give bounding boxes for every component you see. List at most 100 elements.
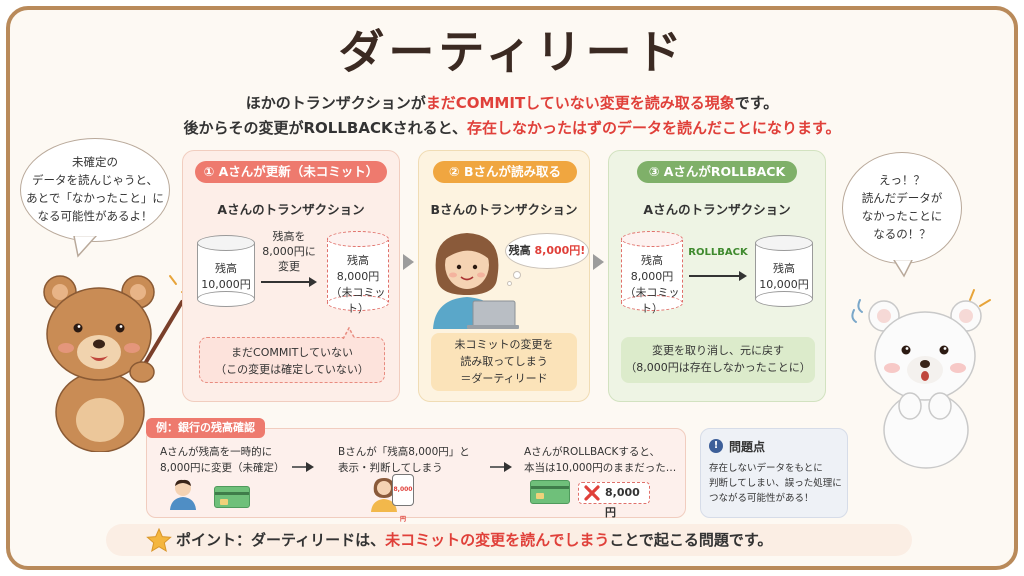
step-1-panel: ① Aさんが更新（未コミット） Aさんのトランザクション 残高 10,000円 … <box>182 150 400 402</box>
issue-title: 問題点 <box>729 440 766 454</box>
person-icon <box>170 479 196 510</box>
example-step-1-text: Aさんが残高を一時的に 8,000円に変更（未確定） <box>160 444 285 476</box>
point-post: ことで起こる問題です。 <box>609 531 773 549</box>
db-label: 残高 <box>215 262 237 275</box>
example-line: 本当は10,000円のままだった… <box>524 462 677 474</box>
step-1-arrow-icon <box>261 277 317 287</box>
subtitle-1-pre: ほかのトランザクションが <box>245 94 426 112</box>
subtitle-line-1: ほかのトランザクションがまだCOMMITしていない変更を読み取る現象です。 <box>0 92 1024 113</box>
step-3-arrow-icon <box>689 271 747 281</box>
bank-card-icon <box>214 486 250 508</box>
left-bubble-line: 未確定の <box>72 155 118 169</box>
db-label: 残高 <box>641 254 663 267</box>
db-status: （未コミット） <box>624 286 680 315</box>
example-arrow-icon <box>292 462 314 472</box>
note-line: （8,000円は存在しなかったことに） <box>625 361 811 374</box>
issue-line: つながる可能性がある！ <box>709 493 814 504</box>
note-line: 未コミットの変更を <box>454 338 554 351</box>
left-bubble-line: データを読んじゃうと、 <box>31 173 159 187</box>
step-2-panel: ② Bさんが読み取る Bさんのトランザクション 残高 8,000円! 未コミット… <box>418 150 590 402</box>
point-bar: ポイント：ダーティリードは、未コミットの変更を読んでしまうことで起こる問題です。 <box>106 524 912 556</box>
arrow-label-line: 残高を <box>272 230 306 243</box>
step-1-arrow-label: 残高を 8,000円に 変更 <box>257 229 321 274</box>
right-bubble-line: えっ！？ <box>879 173 925 187</box>
example-arrow-icon <box>490 462 512 472</box>
step-2-title: Bさんのトランザクション <box>430 202 578 217</box>
step-1-title: Aさんのトランザクション <box>217 202 365 217</box>
example-line: AさんがROLLBACKすると、 <box>524 446 660 458</box>
phone-text: 8,000円 <box>393 486 413 523</box>
example-label: 例：銀行の残高確認 <box>146 418 265 438</box>
db-uncommitted-icon: 残高 8,000円 （未コミット） <box>621 231 683 315</box>
db-before-icon: 残高 10,000円 <box>197 235 255 307</box>
left-bubble-line: なる可能性があるよ！ <box>37 209 153 223</box>
bank-card-icon <box>530 480 570 504</box>
subtitle-line-2: 後からその変更がROLLBACKされると、存在しなかったはずのデータを読んだこと… <box>0 117 1024 138</box>
person-with-laptop-icon <box>433 233 519 329</box>
phone-icon: 8,000円 <box>392 474 414 523</box>
note-tail <box>342 327 356 339</box>
db-status: （未コミット） <box>330 286 386 315</box>
star-icon <box>146 528 172 553</box>
flow-arrow-icon <box>593 254 604 270</box>
db-value: 10,000円 <box>201 278 251 291</box>
page-title: ダーティリード <box>338 25 686 79</box>
example-line: Aさんが残高を一時的に <box>160 446 273 458</box>
db-uncommitted-icon: 残高 8,000円 （未コミット） <box>327 231 389 315</box>
right-bubble-tail <box>893 260 913 278</box>
step-1-note: まだCOMMITしていない （この変更は確定していない） <box>199 337 385 383</box>
arrow-label-line: 変更 <box>278 260 300 273</box>
issue-body: 存在しないデータをもとに 判断してしまい、誤った処理に つながる可能性がある！ <box>709 461 842 506</box>
issue-panel: ! 問題点 存在しないデータをもとに 判断してしまい、誤った処理に つながる可能… <box>700 428 848 518</box>
subtitle-2-highlight: 存在しなかったはずのデータを読んだことになります。 <box>466 119 841 137</box>
example-step-2-text: Bさんが「残高8,000円」と 表示・判断してしまう <box>338 444 470 476</box>
info-icon: ! <box>709 439 723 453</box>
cross-mark-icon <box>584 485 600 501</box>
db-label: 残高 <box>773 262 795 275</box>
person-with-phone-icon <box>371 478 397 512</box>
note-line: 変更を取り消し、元に戻す <box>652 344 784 357</box>
example-line: 8,000円に変更（未確定） <box>160 462 285 474</box>
flow-arrow-icon <box>403 254 414 270</box>
step-2-note: 未コミットの変更を 読み取ってしまう ＝ダーティリード <box>431 333 577 391</box>
brown-bear-teacher-icon <box>43 273 190 452</box>
step-3-title: Aさんのトランザクション <box>643 202 791 217</box>
subtitle-1-post: です。 <box>734 94 779 112</box>
step-2-pill: ② Bさんが読み取る <box>433 161 577 183</box>
left-bubble-tail <box>73 236 98 258</box>
thought-bubble: 残高 8,000円! <box>505 233 589 269</box>
note-line: 読み取ってしまう <box>460 355 548 368</box>
example-step-3-text: AさんがROLLBACKすると、 本当は10,000円のままだった… <box>524 444 676 476</box>
point-pre: ポイント：ダーティリードは、 <box>176 531 386 549</box>
thought-amount: 8,000円! <box>534 244 586 257</box>
arrow-label-line: 8,000円に <box>262 245 316 258</box>
thought-label: 残高 <box>508 244 535 257</box>
right-bubble-line: 読んだデータが <box>861 191 943 205</box>
db-value: 10,000円 <box>759 278 809 291</box>
left-speech-bubble: 未確定の データを読んじゃうと、 あとで「なかったこと」に なる可能性があるよ！ <box>20 138 170 242</box>
crossed-amount: 8,000円 <box>605 486 640 519</box>
issue-line: 判断してしまい、誤った処理に <box>709 478 842 489</box>
thought-dot <box>507 281 512 286</box>
right-speech-bubble: えっ！？ 読んだデータが なかったことに なるの！？ <box>842 152 962 264</box>
white-bear-surprised-icon <box>851 289 991 469</box>
step-3-note: 変更を取り消し、元に戻す （8,000円は存在しなかったことに） <box>621 337 815 383</box>
rollback-label: ROLLBACK <box>688 247 748 258</box>
db-value: 8,000円 <box>336 270 380 283</box>
thought-dot <box>513 271 521 279</box>
left-bubble-line: あとで「なかったこと」に <box>26 191 164 205</box>
note-line: まだCOMMITしていない <box>231 346 353 359</box>
step-1-pill: ① Aさんが更新（未コミット） <box>195 161 387 183</box>
issue-line: 存在しないデータをもとに <box>709 463 823 474</box>
subtitle-1-highlight: まだCOMMITしていない変更を読み取る現象 <box>425 94 735 112</box>
subtitle-2-pre: 後からその変更がROLLBACKされると、 <box>183 119 467 137</box>
right-bubble-line: なかったことに <box>861 209 943 223</box>
step-3-pill: ③ AさんがROLLBACK <box>637 161 797 183</box>
right-bubble-line: なるの！？ <box>873 227 931 241</box>
example-line: Bさんが「残高8,000円」と <box>338 446 470 458</box>
step-3-panel: ③ AさんがROLLBACK Aさんのトランザクション 残高 8,000円 （未… <box>608 150 826 402</box>
point-highlight: 未コミットの変更を読んでしまう <box>385 531 610 549</box>
db-value: 8,000円 <box>630 270 674 283</box>
db-restored-icon: 残高 10,000円 <box>755 235 813 307</box>
note-line: （この変更は確定していない） <box>215 363 369 376</box>
